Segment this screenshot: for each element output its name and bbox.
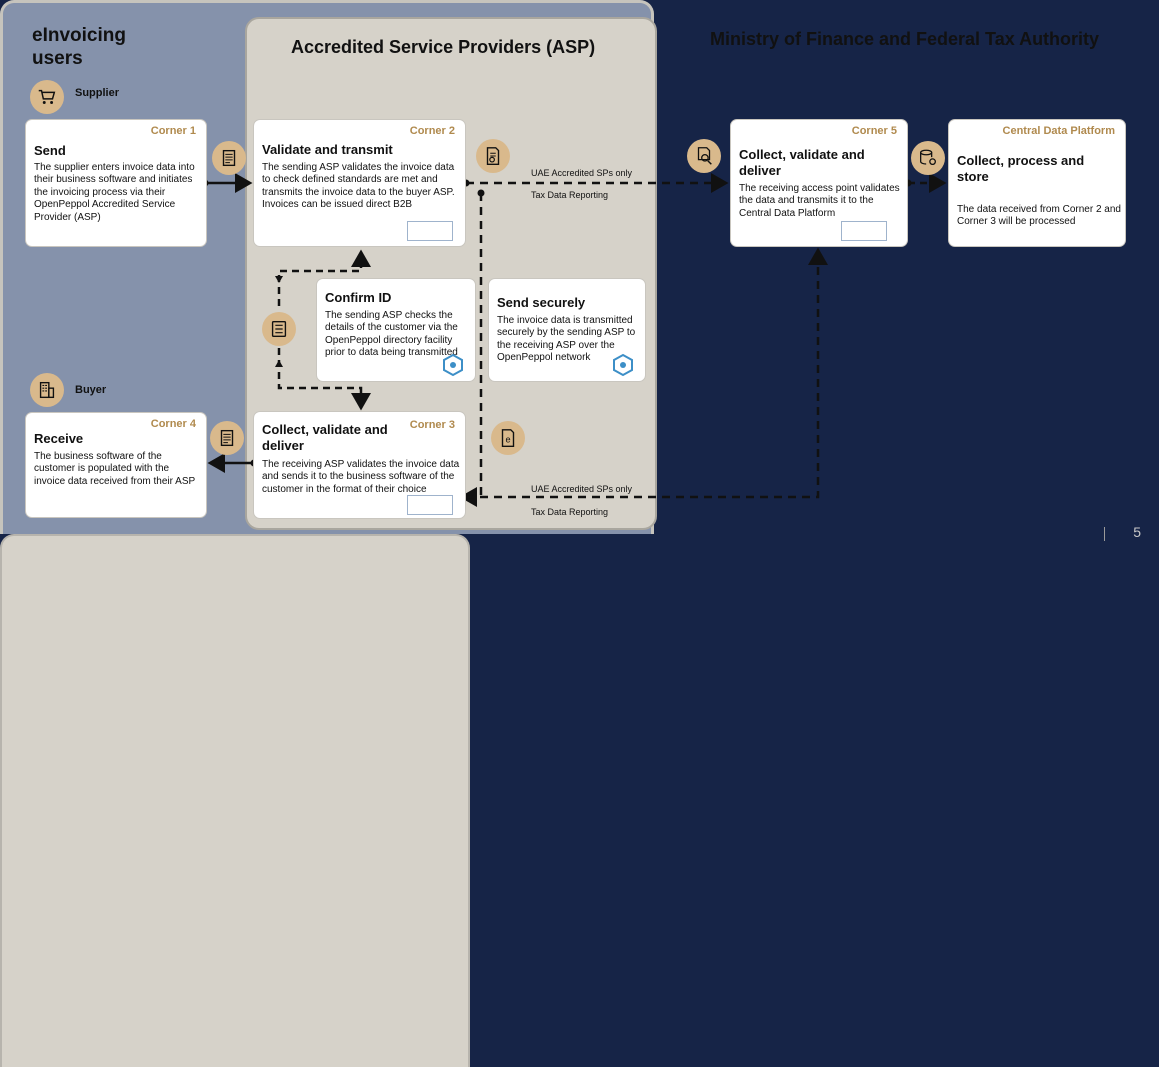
corner-label: Corner 1 xyxy=(150,125,196,137)
arrow-corner2-to-corner5 xyxy=(462,173,729,193)
card-confirm-id: Confirm ID The sending ASP checks the de… xyxy=(316,278,476,382)
card-title: Collect, validate and deliver xyxy=(262,422,388,453)
peppol-network-icon xyxy=(443,353,463,377)
document-check-icon xyxy=(476,139,510,173)
corner-label: Central Data Platform xyxy=(1002,125,1115,137)
card-body: The sending ASP checks the details of th… xyxy=(325,310,458,359)
cart-icon xyxy=(30,80,64,114)
card-validate-transmit: Corner 2 Validate and transmit The sendi… xyxy=(253,119,466,247)
edge-label-top-lower: Tax Data Reporting xyxy=(531,190,609,200)
edge-label-bottom-upper: UAE Accredited SPs only xyxy=(531,484,633,494)
supplier-label: Supplier xyxy=(75,87,120,99)
arrow-send-to-corner2 xyxy=(201,173,253,193)
asp-panel-title: Accredited Service Providers (ASP) xyxy=(291,37,596,57)
buyer-label: Buyer xyxy=(75,384,107,396)
card-body: The data received from Corner 2 and Corn… xyxy=(957,204,1121,228)
accreditation-badge-icon xyxy=(841,221,887,241)
users-panel-title: eInvoicing users xyxy=(32,25,126,69)
card-collect-corner3: Corner 3 Collect, validate and deliver T… xyxy=(253,411,466,519)
card-central-data-platform: Central Data Platform Collect, process a… xyxy=(948,119,1126,247)
card-body: The invoice data is transmitted securely… xyxy=(497,315,636,364)
edge-label-bottom-lower: Tax Data Reporting xyxy=(531,507,609,517)
accreditation-badge-icon xyxy=(407,495,453,515)
card-body: The business software of the customer is… xyxy=(34,451,196,487)
page-number: 5 xyxy=(1133,524,1141,540)
card-send: Corner 1 Send The supplier enters invoic… xyxy=(25,119,207,247)
edge-label-top-upper: UAE Accredited SPs only xyxy=(531,168,633,178)
card-title: Collect, validate and deliver xyxy=(739,147,865,178)
arrow-confirm-loop-down xyxy=(277,348,371,411)
card-title: Send securely xyxy=(497,295,586,310)
card-title: Collect, process and store xyxy=(957,153,1085,184)
arrow-corner3-to-receive xyxy=(207,453,258,473)
arrow-confirm-loop-up xyxy=(277,249,371,306)
card-title: Validate and transmit xyxy=(262,142,393,157)
corner-label: Corner 4 xyxy=(150,418,196,430)
flow-connectors xyxy=(201,173,947,507)
database-gear-icon xyxy=(911,141,945,175)
card-body: The receiving access point validates the… xyxy=(739,183,900,219)
card-collect-corner5: Corner 5 Collect, validate and deliver T… xyxy=(730,119,908,247)
card-body: The supplier enters invoice data into th… xyxy=(34,162,195,223)
card-body: The sending ASP validates the invoice da… xyxy=(262,162,455,211)
invoice-doc-icon xyxy=(212,141,246,175)
card-title: Confirm ID xyxy=(325,290,392,305)
arrow-corner5-to-cdp xyxy=(904,173,947,193)
peppol-network-icon xyxy=(613,353,633,377)
arrow-corner2-to-corner3 xyxy=(459,189,485,507)
card-send-securely: Send securely The invoice data is transm… xyxy=(488,278,646,382)
page-divider xyxy=(1104,527,1105,541)
arrow-corner3-to-corner5 xyxy=(466,247,828,499)
building-icon xyxy=(30,373,64,407)
corner-label: Corner 2 xyxy=(409,125,455,137)
card-title: Receive xyxy=(34,431,84,446)
mof-panel-title: Ministry of Finance and Federal Tax Auth… xyxy=(710,29,1100,49)
corner-label: Corner 5 xyxy=(851,125,897,137)
card-receive: Corner 4 Receive The business software o… xyxy=(25,412,207,518)
mof-panel xyxy=(0,534,470,1067)
einvoice-file-icon: e xyxy=(491,421,525,455)
directory-list-icon xyxy=(262,312,296,346)
invoice-doc-icon xyxy=(210,421,244,455)
card-title: Send xyxy=(34,143,66,158)
svg-text:e: e xyxy=(505,435,510,445)
accreditation-badge-icon xyxy=(407,221,453,241)
corner-label: Corner 3 xyxy=(409,419,455,431)
card-body: The receiving ASP validates the invoice … xyxy=(262,459,460,495)
magnifier-doc-icon xyxy=(687,139,721,173)
